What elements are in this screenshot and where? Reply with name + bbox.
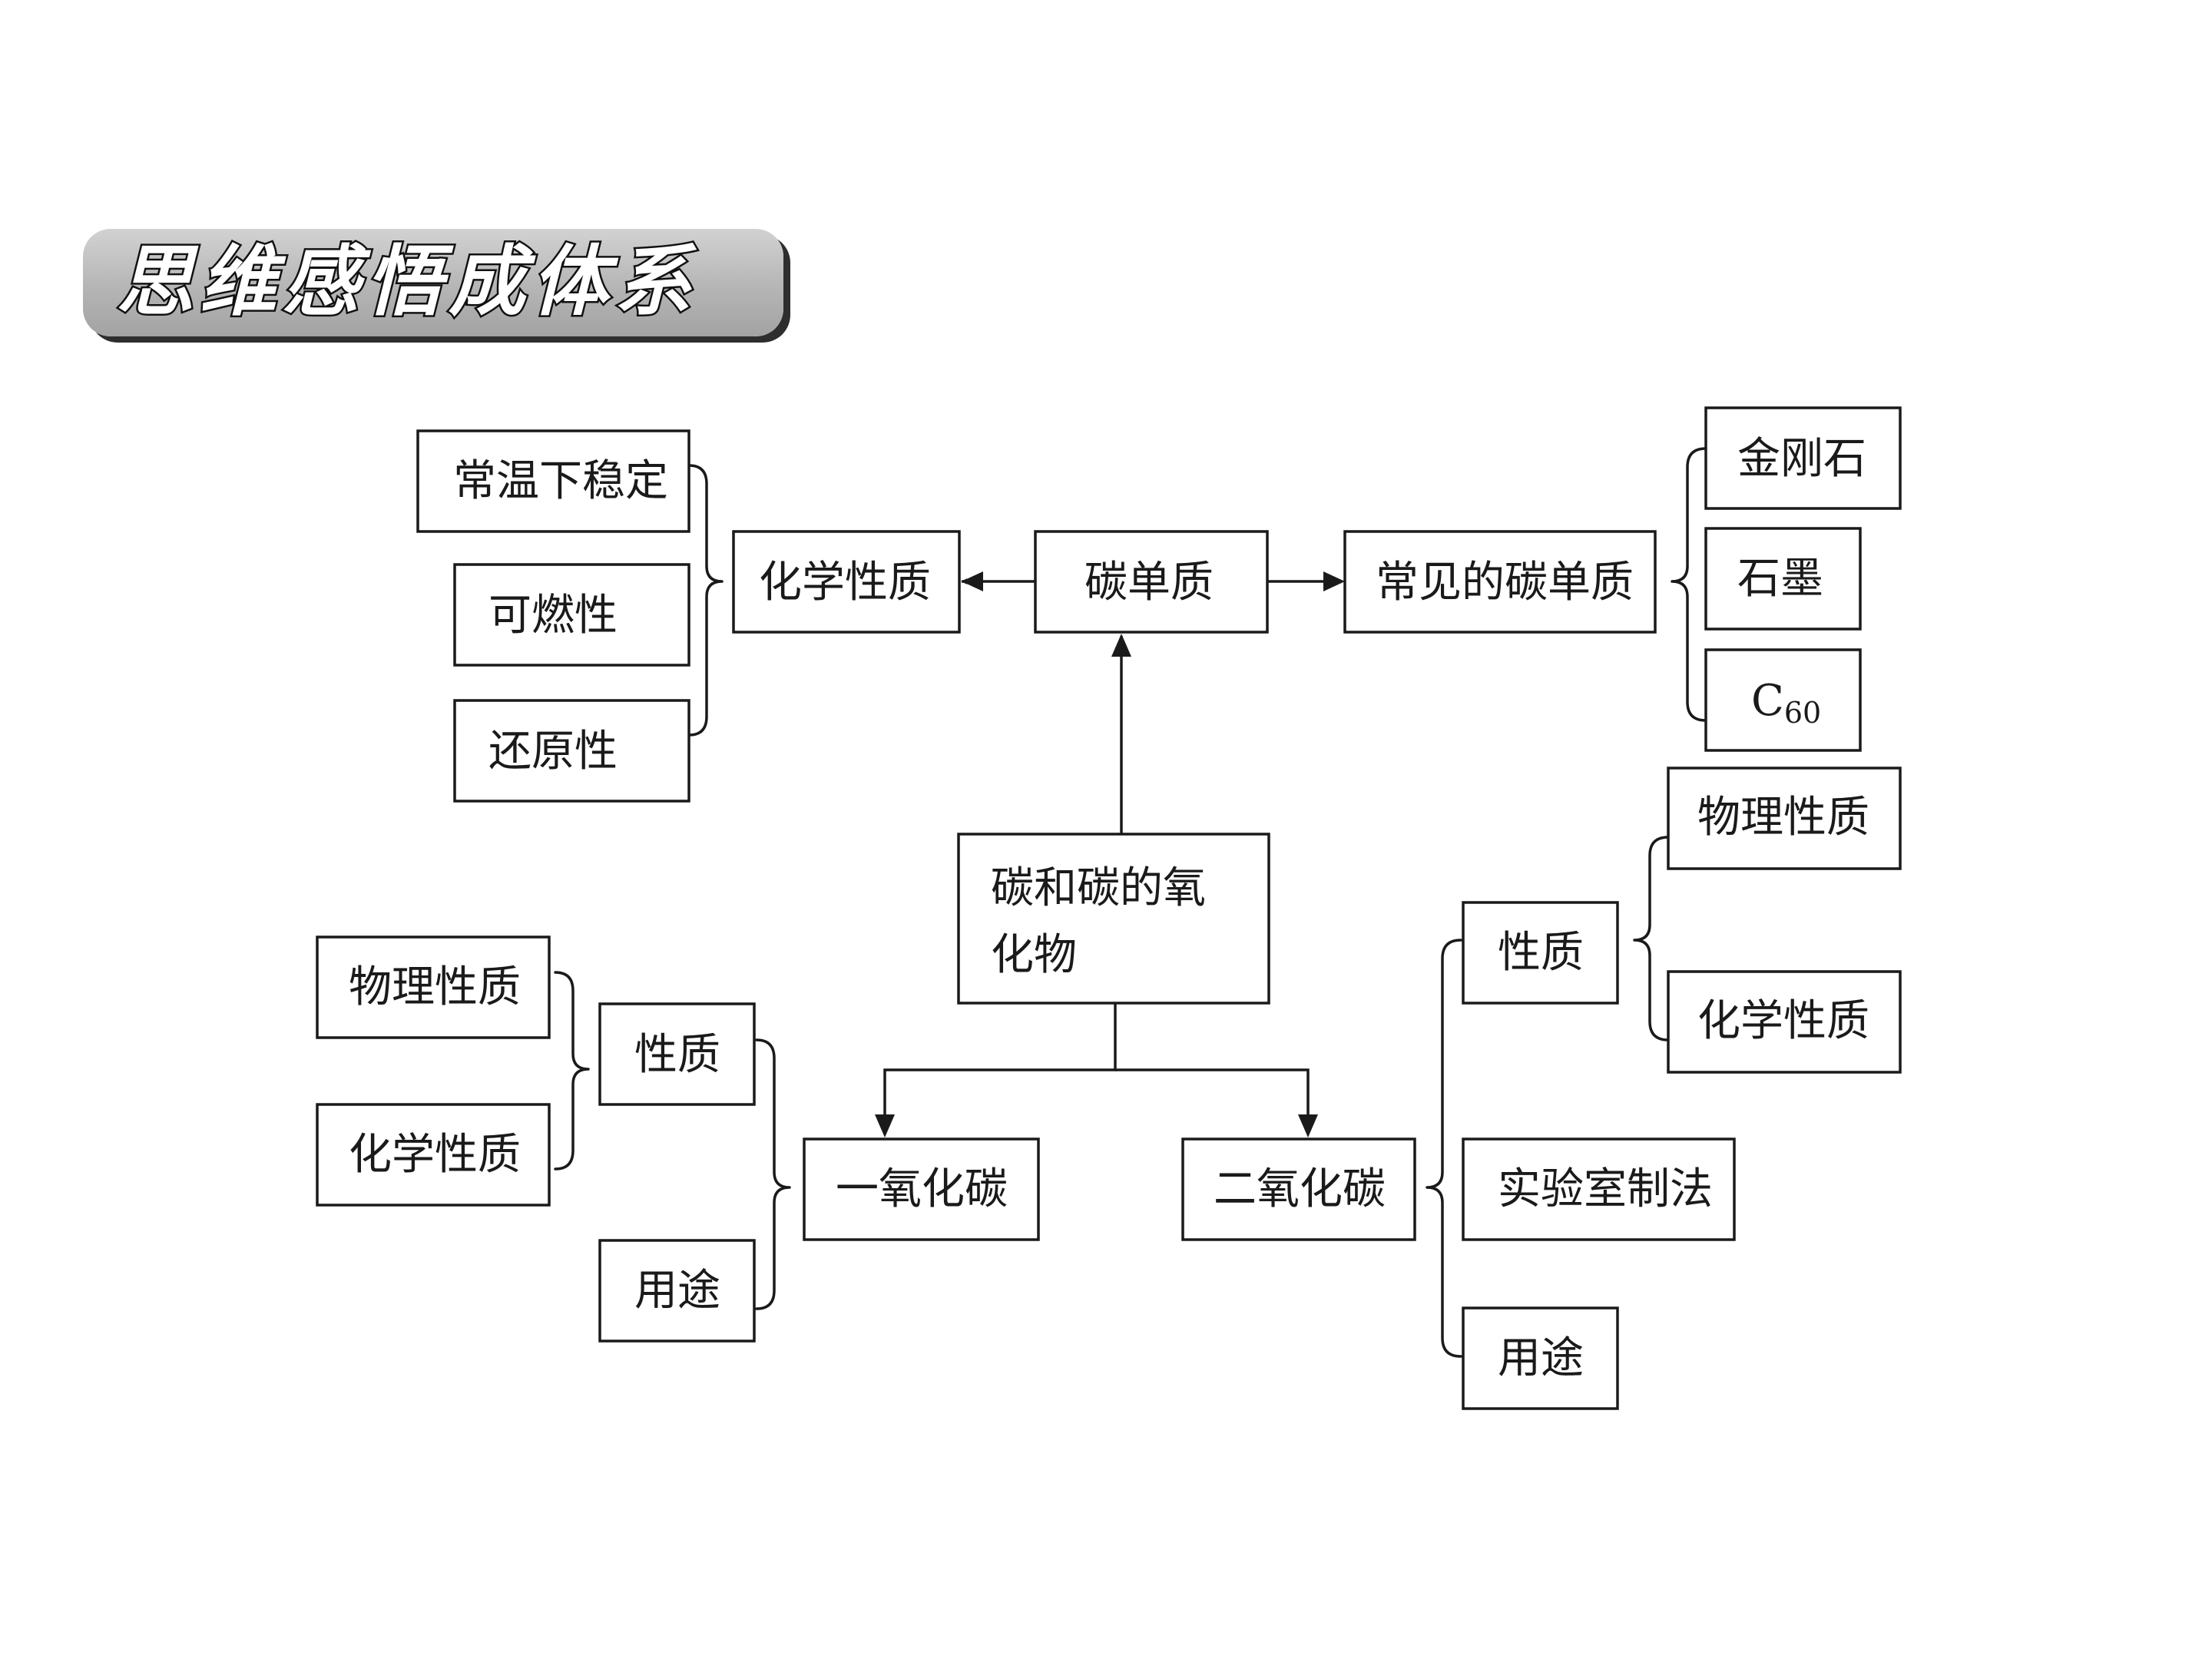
node-label-tandanzhi: 碳单质 <box>1084 558 1214 608</box>
arrowhead-to-tandanzhi <box>1111 634 1131 657</box>
node-box-c60 <box>1704 648 1862 752</box>
node-label-huaxue-top: 化学性质 <box>759 558 931 608</box>
node-label-huaxue-left: 化学性质 <box>349 1130 521 1180</box>
node-box-tandanzhi <box>1034 530 1269 634</box>
arrowhead-to-co2 <box>1298 1114 1318 1137</box>
node-label-jingangshi: 金刚石 <box>1737 434 1866 484</box>
arrowhead-to-co <box>875 1114 895 1137</box>
brace-co-properties <box>554 971 590 1171</box>
node-label-co: 一氧化碳 <box>836 1164 1008 1214</box>
node-box-xingzhi-right <box>1462 901 1619 1005</box>
arrowhead-to-changjian <box>1323 571 1345 591</box>
node-box-shimo <box>1704 527 1862 631</box>
section-header-title: 思维感悟成体系 <box>115 237 697 326</box>
node-box-jingangshi <box>1704 406 1902 510</box>
node-label-wuli-right: 物理性质 <box>1697 793 1869 843</box>
node-box-co2 <box>1181 1137 1416 1241</box>
node-box-changjian <box>1343 530 1657 634</box>
node-box-kerans <box>453 563 690 667</box>
node-box-changwen <box>416 429 690 533</box>
node-label-shimo: 石墨 <box>1737 554 1823 604</box>
brace-co2-properties <box>1633 836 1670 1041</box>
edge-root-split <box>883 1003 1117 1134</box>
edge-root-to-co2 <box>1115 1068 1310 1134</box>
node-label-shiyanshi: 实验室制法 <box>1498 1164 1713 1214</box>
node-label-xingzhi-right: 性质 <box>1498 928 1584 978</box>
node-label-huaxue-right: 化学性质 <box>1697 996 1869 1046</box>
node-label-co2: 二氧化碳 <box>1214 1164 1386 1214</box>
node-box-huaxue-top <box>732 530 961 634</box>
node-box-huaxue-right <box>1667 970 1902 1074</box>
node-label-yongtu-right: 用途 <box>1498 1333 1584 1383</box>
node-box-co <box>803 1137 1040 1241</box>
brace-chemical-properties <box>687 464 724 737</box>
node-label-xingzhi-left: 性质 <box>634 1030 720 1080</box>
node-box-shiyanshi <box>1462 1137 1736 1241</box>
brace-co <box>755 1038 791 1310</box>
node-box-yongtu-right <box>1462 1306 1619 1410</box>
node-label-root-line1: 碳和碳的氧 <box>991 863 1206 913</box>
arrowhead-to-huaxue <box>962 571 983 591</box>
node-label-kerans: 可燃性 <box>488 591 618 641</box>
node-label-yongtu-left: 用途 <box>634 1266 720 1316</box>
section-header-banner: 思维感悟成体系 <box>83 229 783 336</box>
node-label-changwen: 常温下稳定 <box>453 456 668 506</box>
node-label-root-line2: 化物 <box>991 930 1077 980</box>
brace-common-carbon <box>1671 447 1707 722</box>
node-box-root <box>957 833 1270 1005</box>
node-label-huanyuan: 还原性 <box>488 727 618 777</box>
node-box-wuli-right <box>1667 767 1902 870</box>
node-label-c60: C60 <box>1751 676 1821 730</box>
node-box-wuli-left <box>316 935 551 1039</box>
node-label-changjian: 常见的碳单质 <box>1376 558 1634 608</box>
node-label-c60-base: C <box>1751 676 1784 726</box>
node-label-c60-sub: 60 <box>1784 696 1821 730</box>
node-label-wuli-left: 物理性质 <box>349 962 521 1012</box>
node-box-xingzhi-left <box>598 1002 756 1106</box>
node-box-huaxue-left <box>316 1103 551 1207</box>
node-box-huanyuan <box>453 699 690 803</box>
node-box-yongtu-left <box>598 1239 756 1343</box>
brace-co2 <box>1426 939 1462 1358</box>
